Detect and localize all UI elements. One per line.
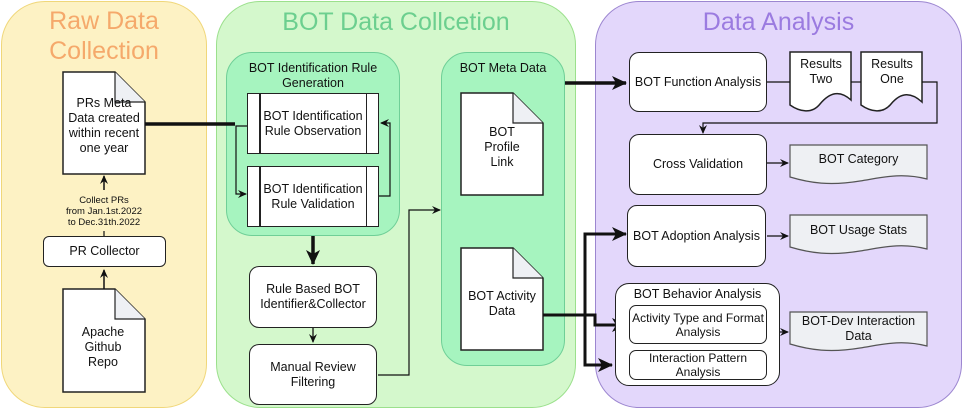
function-analysis-box[interactable]: BOT Function Analysis (629, 52, 767, 112)
collect-note-line1: Collect PRs (79, 194, 129, 206)
bot-data-collection-title: BOT Data Collcetion (282, 8, 510, 36)
interaction-pattern-analysis-box[interactable]: Interaction Pattern Analysis (629, 350, 767, 380)
raw-title-line2: Collection (49, 37, 159, 65)
collect-note-line2: from Jan.1st.2022 (65, 205, 143, 217)
results-one: Results One (871, 57, 913, 86)
rule-based-identifier-box[interactable]: Rule Based BOT Identifier&Collector (249, 266, 377, 328)
usage-stats: BOT Usage Stats (809, 222, 908, 237)
adoption-analysis-box[interactable]: BOT Adoption Analysis (627, 205, 766, 267)
collect-prs-note: Collect PRs from Jan.1st.2022 to Dec.31t… (40, 191, 168, 231)
bot-meta-data-title: BOT Meta Data (459, 61, 547, 75)
prs-meta-doc: PRs Meta Data created within recent one … (68, 96, 140, 155)
raw-data-collection-title: Raw Data Collection (2, 6, 206, 66)
activity-type-analysis-box[interactable]: Activity Type and Format Analysis (629, 305, 767, 344)
manual-review-box[interactable]: Manual Review Filtering (249, 344, 377, 405)
rule-generation-title: BOT Identification Rule Generation (248, 61, 378, 90)
rule-observation-box[interactable]: BOT Identification Rule Observation (247, 93, 379, 154)
rule-validation-box[interactable]: BOT Identification Rule Validation (247, 166, 379, 227)
behavior-analysis-title: BOT Behavior Analysis (633, 287, 762, 301)
bot-category: BOT Category (818, 151, 899, 166)
apache-repo-doc: Apache Github Repo (81, 324, 125, 369)
cross-validation-box[interactable]: Cross Validation (629, 134, 767, 195)
pr-collector-box[interactable]: PR Collector (43, 236, 166, 267)
results-two: Results Two (800, 57, 842, 86)
bot-dev-interaction: BOT-Dev Interaction Data (801, 314, 916, 343)
profile-link-doc: BOT Profile Link (484, 124, 520, 169)
activity-data-doc: BOT Activity Data (468, 289, 536, 318)
collect-note-line3: to Dec.31th.2022 (67, 216, 141, 228)
data-analysis-title: Data Analysis (702, 8, 855, 36)
raw-title-line1: Raw Data (49, 7, 159, 35)
